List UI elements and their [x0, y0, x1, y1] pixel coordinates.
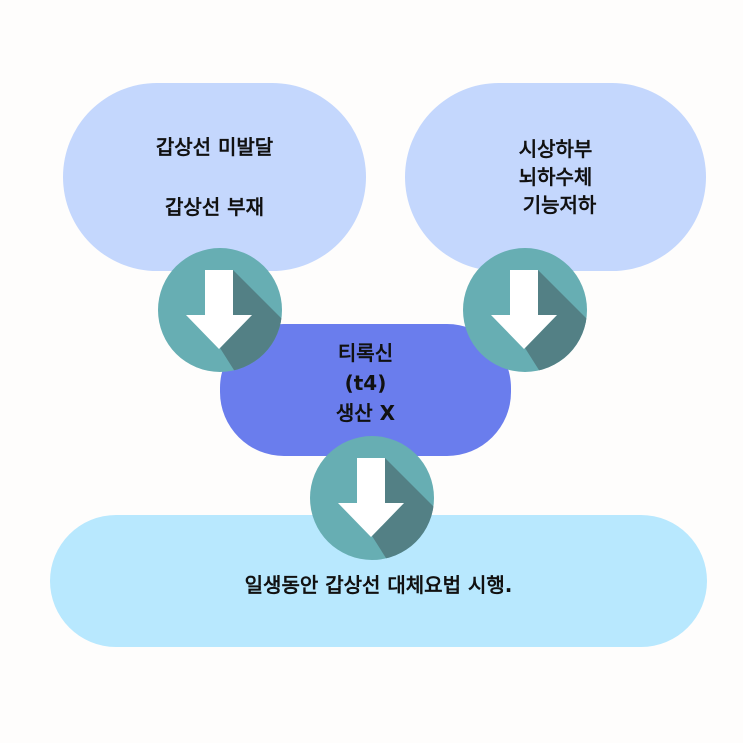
node-text-line: 기능저하: [522, 193, 597, 217]
node-text-line: 갑상선 부재: [165, 195, 264, 219]
node-text-line: 일생동안 갑상선 대체요법 시행.: [244, 573, 513, 597]
node-hypothalamic-pituitary-dysfunction: 시상하부 뇌하수체 기능저하: [405, 83, 706, 271]
node-text-line: 갑상선 미발달: [155, 135, 274, 159]
node-text-line: 뇌하수체: [518, 165, 593, 189]
arrow-down-icon: [158, 248, 282, 372]
node-text-line: 시상하부: [518, 137, 593, 161]
node-thyroid-dysgenesis: 갑상선 미발달 갑상선 부재: [63, 83, 366, 271]
arrow-down-icon: [310, 436, 434, 560]
arrow-down-icon: [463, 248, 587, 372]
